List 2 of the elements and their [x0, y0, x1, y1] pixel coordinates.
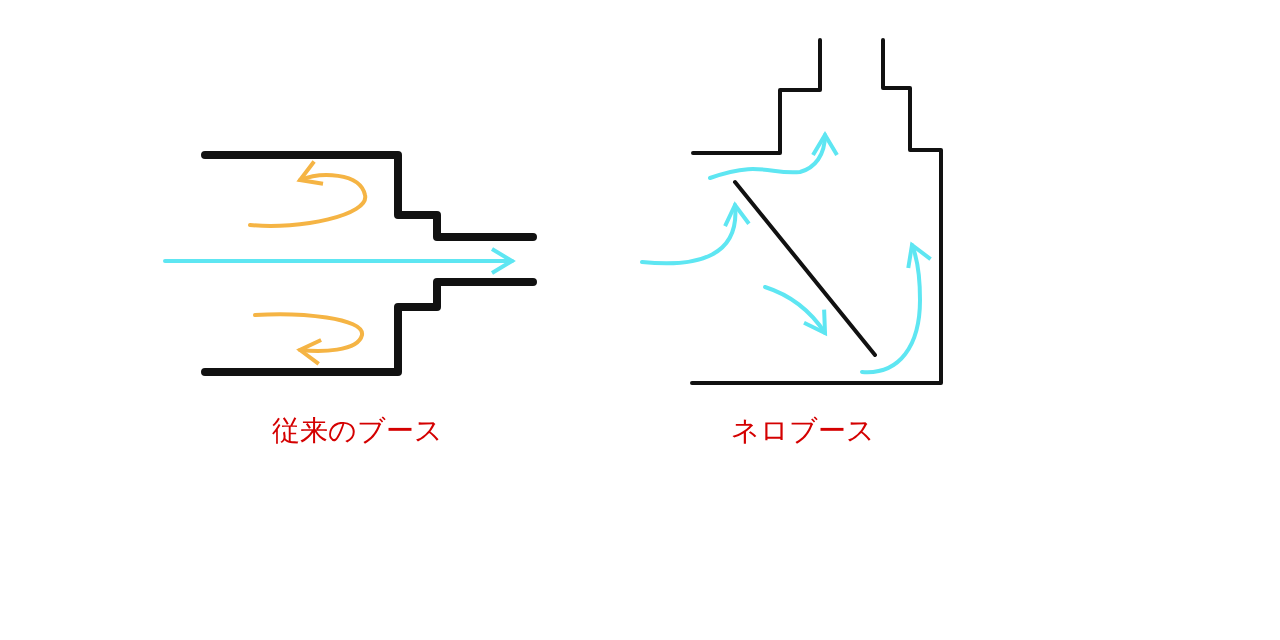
booth-label: 従来のブース — [271, 413, 443, 449]
booth-label: ネロブース — [731, 413, 875, 449]
